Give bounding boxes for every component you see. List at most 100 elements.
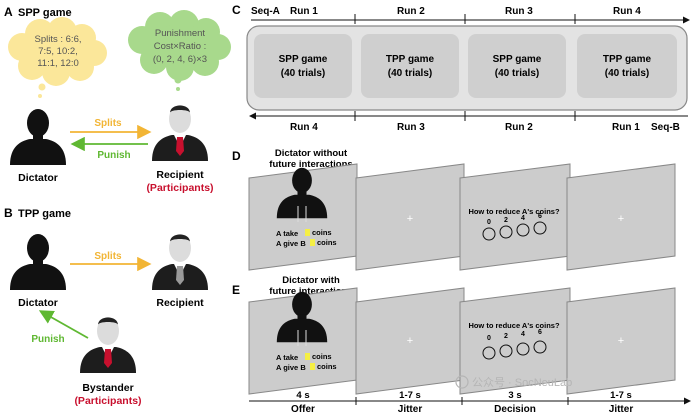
option-label: 2 bbox=[504, 333, 508, 340]
decision-slide bbox=[459, 163, 571, 271]
fixation-cross: + bbox=[618, 335, 624, 347]
option-circle bbox=[516, 342, 530, 356]
coins-label: coins bbox=[317, 238, 337, 247]
panel-a-letter: A bbox=[4, 5, 13, 19]
mask-lines bbox=[297, 206, 307, 222]
splits-arrow-label: Splits bbox=[94, 118, 122, 129]
option-label: 0 bbox=[487, 219, 491, 226]
run-label: Run 3 bbox=[505, 6, 533, 17]
watermark-text: 公众号 · SocNeuLab bbox=[472, 376, 572, 389]
run-label: Run 4 bbox=[613, 6, 641, 17]
take-coins-box bbox=[305, 353, 310, 360]
decision-question: How to reduce A's coins? bbox=[468, 207, 560, 216]
run-block: SPP game (40 trials) bbox=[468, 34, 566, 98]
duration-label: 1-7 s bbox=[399, 390, 421, 401]
panel-b-letter: B bbox=[4, 206, 13, 220]
dictator-silhouette-icon bbox=[10, 234, 66, 290]
option-label: 0 bbox=[487, 335, 491, 342]
run-block: TPP game (40 trials) bbox=[577, 34, 677, 98]
phase-label: Jitter bbox=[398, 404, 423, 414]
duration-label: 4 s bbox=[296, 390, 309, 401]
punish-arrow-label: Punish bbox=[97, 150, 130, 161]
option-circle bbox=[499, 344, 513, 358]
run-label: Run 2 bbox=[505, 122, 533, 133]
dictator-label: Dictator bbox=[18, 172, 58, 184]
block-trials: (40 trials) bbox=[388, 68, 432, 79]
panel-e-letter: E bbox=[232, 283, 240, 297]
phase-label: Decision bbox=[494, 404, 536, 414]
caption-line-2: future interactions bbox=[269, 286, 352, 297]
jitter-slide bbox=[566, 163, 676, 271]
block-game: SPP game bbox=[493, 54, 542, 65]
run-block: TPP game (40 trials) bbox=[361, 34, 459, 98]
run-label: Run 1 bbox=[290, 6, 318, 17]
give-coins-box bbox=[310, 239, 315, 246]
option-circle bbox=[482, 346, 496, 360]
coins-label: coins bbox=[317, 362, 337, 371]
duration-label: 1-7 s bbox=[610, 390, 632, 401]
participants-label: (Participants) bbox=[74, 395, 141, 407]
take-coins-box bbox=[305, 229, 310, 236]
coins-label: coins bbox=[312, 352, 332, 361]
block-trials: (40 trials) bbox=[281, 68, 325, 79]
dictator-silhouette-icon bbox=[10, 109, 66, 165]
splits-arrow-label: Splits bbox=[94, 251, 122, 262]
panel-c-letter: C bbox=[232, 3, 241, 17]
wechat-icon bbox=[455, 375, 469, 389]
caption-line-2: future interactions bbox=[269, 159, 352, 170]
block-game: SPP game bbox=[279, 54, 328, 65]
coins-label: coins bbox=[312, 228, 332, 237]
decision-question: How to reduce A's coins? bbox=[468, 321, 560, 330]
give-label: A give B bbox=[276, 239, 306, 248]
fixation-cross: + bbox=[407, 335, 413, 347]
fixation-cross: + bbox=[618, 213, 624, 225]
fixation-cross: + bbox=[407, 213, 413, 225]
jitter-slide bbox=[566, 287, 676, 395]
block-trials: (40 trials) bbox=[495, 68, 539, 79]
phase-label: Jitter bbox=[609, 404, 634, 414]
caption-line-1: Dictator without bbox=[275, 148, 348, 159]
green-thought-cloud: Punishment Cost×Ratio : (0, 2, 4, 6)×3 bbox=[128, 10, 231, 91]
recipient-label: Recipient bbox=[156, 169, 204, 181]
option-label: 6 bbox=[538, 329, 542, 336]
dictator-label: Dictator bbox=[18, 297, 58, 309]
panel-b-title: TPP game bbox=[18, 208, 71, 220]
bystander-participant-icon bbox=[80, 317, 136, 373]
recipient-participant-icon bbox=[152, 105, 208, 161]
block-game: TPP game bbox=[386, 54, 435, 65]
participants-label: (Participants) bbox=[146, 182, 213, 194]
cloud-punish-line-3: (0, 2, 4, 6)×3 bbox=[153, 54, 207, 65]
option-circle bbox=[499, 225, 513, 239]
cloud-splits-line-2: 7:5, 10:2, bbox=[38, 46, 78, 57]
yellow-thought-cloud: Splits : 6:6, 7:5, 10:2, 11:1, 12:0 bbox=[8, 17, 107, 98]
run-label: Run 1 bbox=[612, 122, 640, 133]
punish-arrow bbox=[38, 310, 89, 339]
duration-label: 3 s bbox=[508, 390, 521, 401]
option-circle bbox=[533, 221, 547, 235]
seq-a-label: Seq-A bbox=[251, 6, 280, 17]
panel-d-letter: D bbox=[232, 149, 241, 163]
phase-label: Offer bbox=[291, 404, 315, 414]
cloud-punish-line-1: Punishment bbox=[155, 28, 206, 39]
block-game: TPP game bbox=[603, 54, 652, 65]
cloud-punish-line-2: Cost×Ratio : bbox=[154, 41, 207, 52]
mask-lines bbox=[297, 330, 307, 346]
bystander-label: Bystander bbox=[82, 382, 133, 394]
give-label: A give B bbox=[276, 363, 306, 372]
option-circle bbox=[482, 227, 496, 241]
take-label: A take bbox=[276, 229, 298, 238]
panel-a-title: SPP game bbox=[18, 7, 72, 19]
punish-arrow-label: Punish bbox=[31, 334, 64, 345]
block-trials: (40 trials) bbox=[605, 68, 649, 79]
option-label: 2 bbox=[504, 217, 508, 224]
give-coins-box bbox=[310, 363, 315, 370]
run-label: Run 3 bbox=[397, 122, 425, 133]
option-label: 4 bbox=[521, 215, 525, 222]
option-label: 4 bbox=[521, 331, 525, 338]
option-circle bbox=[516, 223, 530, 237]
run-block: SPP game (40 trials) bbox=[254, 34, 352, 98]
recipient-suit-icon bbox=[152, 234, 208, 290]
option-label: 6 bbox=[538, 213, 542, 220]
